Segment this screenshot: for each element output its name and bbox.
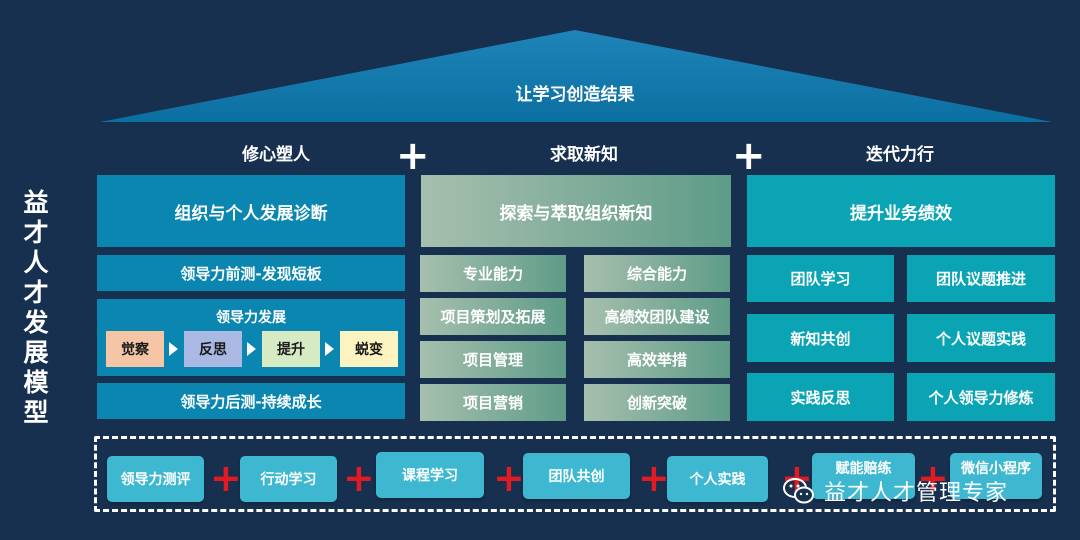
leadership-post-test: 领导力后测-持续成长 <box>97 383 405 419</box>
grid-cell: 高绩效团队建设 <box>584 298 730 335</box>
plus-sign: + <box>917 456 949 500</box>
plus-sign: + <box>343 456 375 500</box>
grid-cell: 专业能力 <box>420 255 566 292</box>
plus-sign: + <box>732 133 766 179</box>
foundation-item: 课程学习 <box>376 452 484 498</box>
arrow-right-icon <box>325 342 334 356</box>
stage-awareness: 觉察 <box>106 331 164 367</box>
stage-improve: 提升 <box>262 331 320 367</box>
watermark: 益才人才管理专家 <box>782 474 1052 508</box>
roof-label: 让学习创造结果 <box>515 85 635 105</box>
explore-knowledge-box: 探索与萃取组织新知 <box>421 175 731 247</box>
plus-sign: + <box>638 456 670 500</box>
foundation-item: 领导力测评 <box>107 456 204 502</box>
grid-cell: 综合能力 <box>584 255 730 292</box>
diagnosis-box: 组织与个人发展诊断 <box>97 175 405 247</box>
grid-cell: 高效举措 <box>584 341 730 378</box>
side-title: 益才人才发展模型 <box>23 188 49 427</box>
grid-cell: 团队学习 <box>747 255 894 302</box>
arrow-right-icon <box>247 342 256 356</box>
grid-cell: 项目管理 <box>420 341 566 378</box>
plus-sign: + <box>396 133 430 179</box>
foundation-item: 微信小程序 <box>950 453 1042 499</box>
grid-cell: 个人领导力修炼 <box>907 373 1055 421</box>
column-head-action: 迭代力行 <box>866 145 934 165</box>
plus-sign: + <box>210 456 242 500</box>
leadership-development-title: 领导力发展 <box>216 310 286 326</box>
grid-cell: 项目营销 <box>420 384 566 421</box>
column-head-knowledge: 求取新知 <box>550 145 618 165</box>
stage-reflection: 反思 <box>184 331 242 367</box>
foundation-item: 团队共创 <box>523 453 630 499</box>
grid-cell: 新知共创 <box>747 314 894 362</box>
grid-cell: 项目策划及拓展 <box>420 298 566 335</box>
plus-sign: + <box>493 456 525 500</box>
foundation-frame <box>94 436 1056 512</box>
arrow-right-icon <box>169 342 178 356</box>
stage-transform: 蜕变 <box>340 331 398 367</box>
grid-cell: 个人议题实践 <box>907 314 1055 362</box>
leadership-pre-test: 领导力前测-发现短板 <box>97 255 405 291</box>
grid-cell: 实践反思 <box>747 373 894 421</box>
wechat-icon <box>783 478 814 504</box>
performance-box: 提升业务绩效 <box>747 175 1055 247</box>
column-head-cultivate: 修心塑人 <box>242 145 310 165</box>
grid-cell: 创新突破 <box>584 384 730 421</box>
foundation-item: 行动学习 <box>240 456 337 502</box>
watermark-text: 益才人才管理专家 <box>824 481 1009 506</box>
foundation-item: 赋能赔练 <box>812 453 915 499</box>
grid-cell: 团队议题推进 <box>907 255 1055 302</box>
foundation-item: 个人实践 <box>667 456 768 502</box>
